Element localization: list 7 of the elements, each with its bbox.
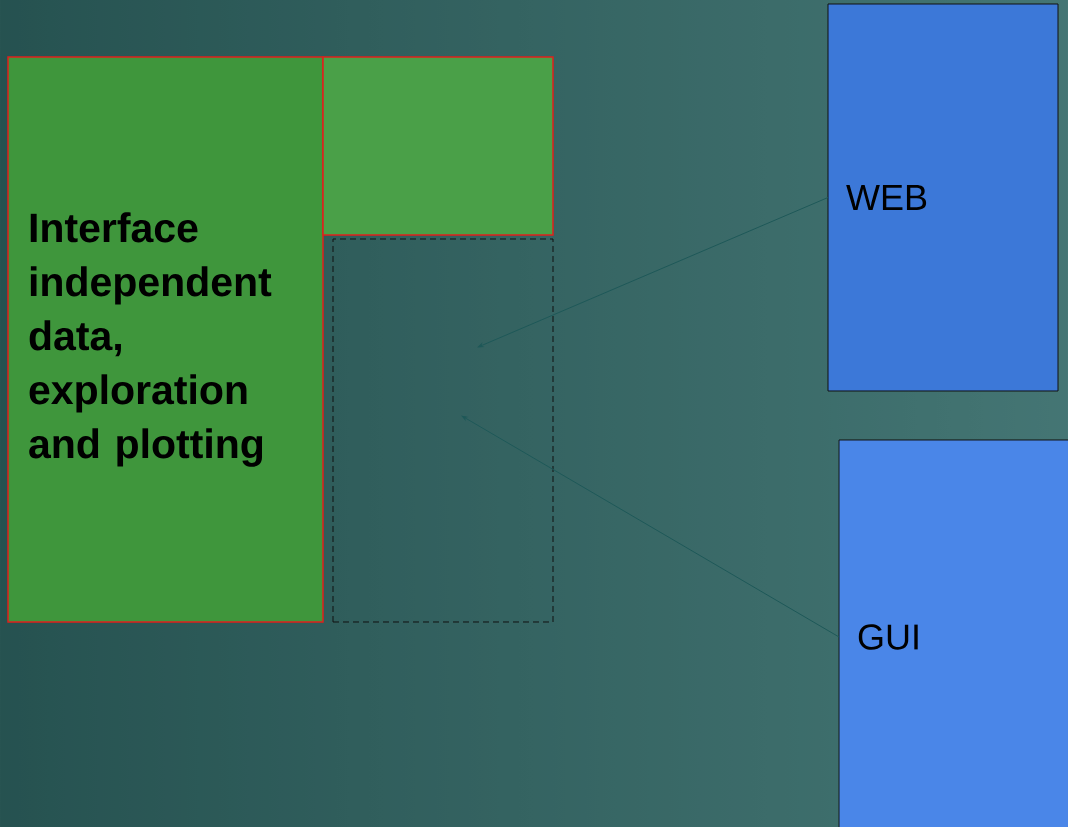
text-box: WEB [827, 3, 1059, 392]
box [322, 56, 554, 236]
arrow [477, 197, 829, 348]
dashed-box [332, 238, 554, 623]
text-box: GUI [838, 439, 1068, 827]
text-box: Interface independent data, exploration and plotting [7, 56, 324, 623]
arrow [461, 415, 840, 638]
